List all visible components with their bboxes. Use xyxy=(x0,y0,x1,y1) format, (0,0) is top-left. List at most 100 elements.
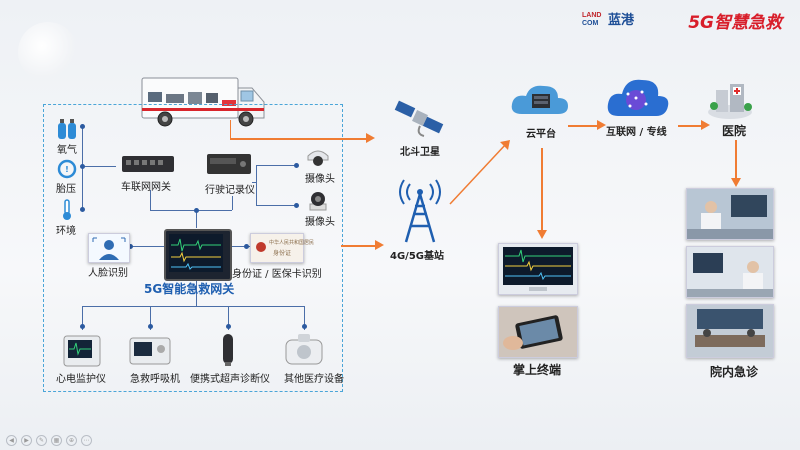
svg-text:COM: COM xyxy=(582,20,599,27)
connector-dot xyxy=(80,164,85,169)
sensor-to-gateway-line xyxy=(82,166,116,167)
slide-controls: ◀ ▶ ✎ ▦ ⊕ ⋯ xyxy=(6,435,92,446)
monitor-screen-image xyxy=(503,247,573,291)
vehicle-gateway-label: 车联网网关 xyxy=(121,182,171,193)
recorder-camera-line xyxy=(252,182,256,183)
decorative-halo xyxy=(18,22,78,82)
cloud-to-internet-line xyxy=(568,125,600,127)
hospital-to-er-line xyxy=(735,140,737,180)
device2-line xyxy=(150,306,151,330)
vehicle-gateway-icon xyxy=(122,156,174,172)
connector-dot xyxy=(302,324,307,329)
er-photo-1 xyxy=(686,188,774,240)
face-icon xyxy=(89,234,129,262)
er-photo-3 xyxy=(686,304,774,358)
device3-line xyxy=(228,306,229,330)
camera1-line xyxy=(256,165,296,166)
hospital-label: 医院 xyxy=(722,124,747,138)
er-photo-1-image xyxy=(687,189,773,239)
idcard-line xyxy=(228,246,250,247)
5g-gateway-device xyxy=(164,229,232,281)
gateway-screen-icon xyxy=(169,234,223,272)
er-photo-3-image xyxy=(687,305,773,357)
satellite-label: 北斗卫星 xyxy=(400,147,440,158)
cloud-to-handheld-line xyxy=(541,148,543,232)
device1-line xyxy=(82,306,83,330)
more-options-icon[interactable]: ⋯ xyxy=(81,435,92,446)
connector-dot xyxy=(128,244,133,249)
gateway-down-line xyxy=(196,280,197,306)
vgw-down-line xyxy=(150,190,151,210)
ambulance-to-satellite-up xyxy=(230,120,231,138)
slides-overview-icon[interactable]: ▦ xyxy=(51,435,62,446)
face-line xyxy=(132,246,164,247)
oxygen-label: 氧气 xyxy=(57,145,77,156)
drive-recorder-icon xyxy=(207,154,251,174)
ambulance-illustration xyxy=(141,77,265,127)
device4-line xyxy=(304,306,305,330)
device-label-2: 便携式超声诊断仪 xyxy=(190,374,270,385)
in-vehicle-boundary xyxy=(43,104,343,392)
landcom-logo-mark: LAND COM 蓝港 xyxy=(582,12,635,28)
connector-dot xyxy=(226,324,231,329)
5g-gateway-title: 5G智能急救网关 xyxy=(144,282,235,296)
arrow-head xyxy=(731,178,741,187)
device-label-1: 急救呼吸机 xyxy=(130,374,180,385)
handheld-screen-1 xyxy=(498,243,578,295)
arrow-head xyxy=(701,120,710,130)
camera-2-label: 摄像头 xyxy=(305,217,335,228)
ventilator-icon xyxy=(129,337,171,365)
internet-label: 互联网 / 专线 xyxy=(606,127,667,138)
face-recognition-label: 人脸识别 xyxy=(88,268,128,279)
base-station-label: 4G/5G基站 xyxy=(390,251,444,262)
environment-label: 环境 xyxy=(56,226,76,237)
cloud-platform-label: 云平台 xyxy=(526,129,556,140)
base-station-icon xyxy=(399,179,441,243)
connector-dot xyxy=(148,324,153,329)
ultrasound-probe-icon xyxy=(223,334,233,366)
landcom-logo: LAND COM 蓝港 xyxy=(582,9,678,31)
tablet-photo-image xyxy=(499,307,577,357)
medical-device-icon xyxy=(285,334,323,365)
arrow-head xyxy=(375,240,384,250)
id-card-header: 中华人民共和国居民 xyxy=(269,240,315,246)
prev-slide-icon[interactable]: ◀ xyxy=(6,435,17,446)
ambulance-to-satellite-line xyxy=(230,138,370,140)
handheld-label: 掌上终端 xyxy=(513,363,562,377)
in-hospital-er-label: 院内急诊 xyxy=(710,365,759,379)
camera2-line xyxy=(256,205,296,206)
svg-text:蓝港: 蓝港 xyxy=(608,12,635,27)
tire-pressure-label: 胎压 xyxy=(56,184,76,195)
svg-text:LAND: LAND xyxy=(582,12,601,19)
basestation-to-cloud-arrow xyxy=(449,140,510,205)
dome-camera-icon xyxy=(307,150,329,166)
arrow-head xyxy=(366,133,375,143)
connector-dot xyxy=(294,203,299,208)
ecg-monitor-icon xyxy=(63,335,101,367)
connector-dot xyxy=(80,324,85,329)
svg-text:!: ! xyxy=(65,165,69,174)
drive-recorder-label: 行驶记录仪 xyxy=(205,185,255,196)
next-slide-icon[interactable]: ▶ xyxy=(21,435,32,446)
oxygen-tank-icon xyxy=(58,119,76,139)
id-card-label: 身份证 / 医保卡识别 xyxy=(232,269,322,280)
cloud-platform-icon xyxy=(511,85,568,114)
connector-dot xyxy=(294,163,299,168)
zoom-icon[interactable]: ⊕ xyxy=(66,435,77,446)
arrow-head xyxy=(597,120,606,130)
to-gateway-line xyxy=(196,210,197,228)
device-label-3: 其他医疗设备 xyxy=(284,374,344,385)
pen-tool-icon[interactable]: ✎ xyxy=(36,435,47,446)
satellite-icon xyxy=(394,100,444,137)
product-title: 5G智慧急救 xyxy=(688,12,782,33)
id-card-icon xyxy=(256,242,266,252)
tire-pressure-icon: ! xyxy=(57,159,77,179)
er-photo-2 xyxy=(686,246,774,298)
camera-1-label: 摄像头 xyxy=(305,174,335,185)
id-card-sub: 身份证 xyxy=(273,250,292,257)
internet-cloud-icon xyxy=(607,79,669,116)
ptz-camera-icon xyxy=(309,192,327,211)
er-photo-2-image xyxy=(687,247,773,297)
recorder-down-line xyxy=(232,196,233,210)
connector-dot xyxy=(80,124,85,129)
